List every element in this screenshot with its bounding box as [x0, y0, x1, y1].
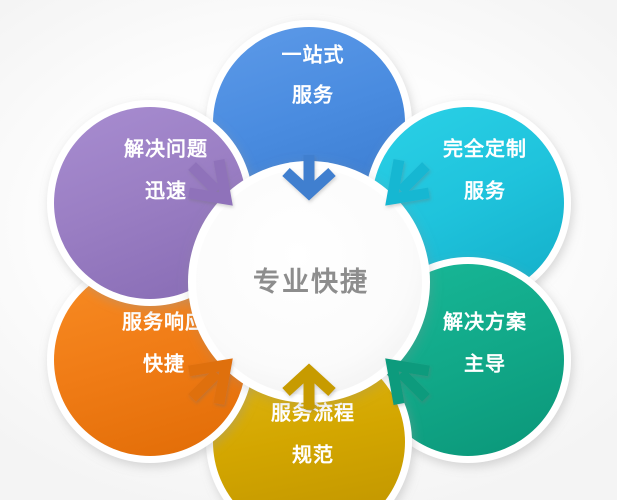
arrow-down-left-icon	[385, 159, 430, 206]
arrow-rapid-problem-solving	[188, 159, 233, 206]
arrow-up-left-icon	[385, 358, 430, 405]
arrow-down-icon	[282, 155, 336, 201]
arrow-fast-service-response	[188, 358, 233, 405]
center-hub-body	[196, 169, 422, 395]
arrow-up-icon	[282, 363, 336, 409]
arrow-fully-customized-service	[385, 159, 430, 206]
arrow-standardized-service-process	[282, 363, 336, 409]
arrow-up-right-icon	[188, 358, 233, 405]
arrow-solution-led	[385, 358, 430, 405]
arrow-down-right-icon	[188, 159, 233, 206]
arrow-one-stop-service	[282, 155, 336, 201]
